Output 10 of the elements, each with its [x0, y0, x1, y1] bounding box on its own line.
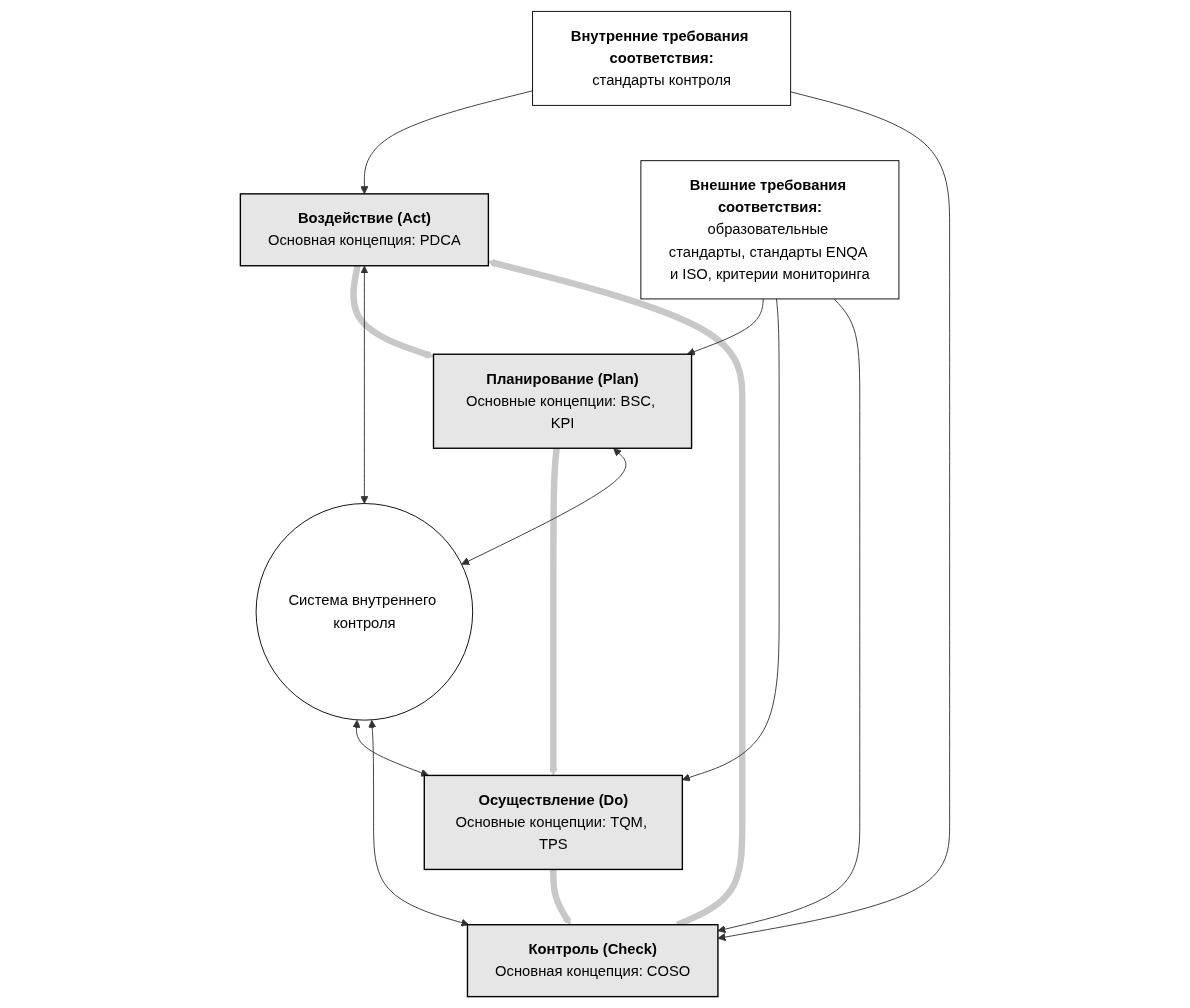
node-box: Внутренние требования соответствия: стандарты контроля — [532, 10, 792, 106]
node-box: Планирование (Plan) Основные концепции: BSC, KPI — [432, 353, 693, 449]
arrow — [549, 447, 560, 776]
node-box: Контроль (Check) Основная концепция: COSO — [466, 924, 719, 998]
node-box: Осуществление (Do) Основные концепции: TQM, TPS — [423, 774, 684, 871]
node-circle: Система внутреннего контроля — [255, 503, 474, 721]
node-box: Внешние требования соответствия: образовательные стандарты, стандарты ENQA и ISO, критерии мониторинга — [640, 160, 900, 300]
arrow — [550, 869, 572, 926]
node-box: Воздействие (Act) Основная концепция: PDCA — [239, 193, 490, 267]
arrow — [350, 265, 434, 359]
